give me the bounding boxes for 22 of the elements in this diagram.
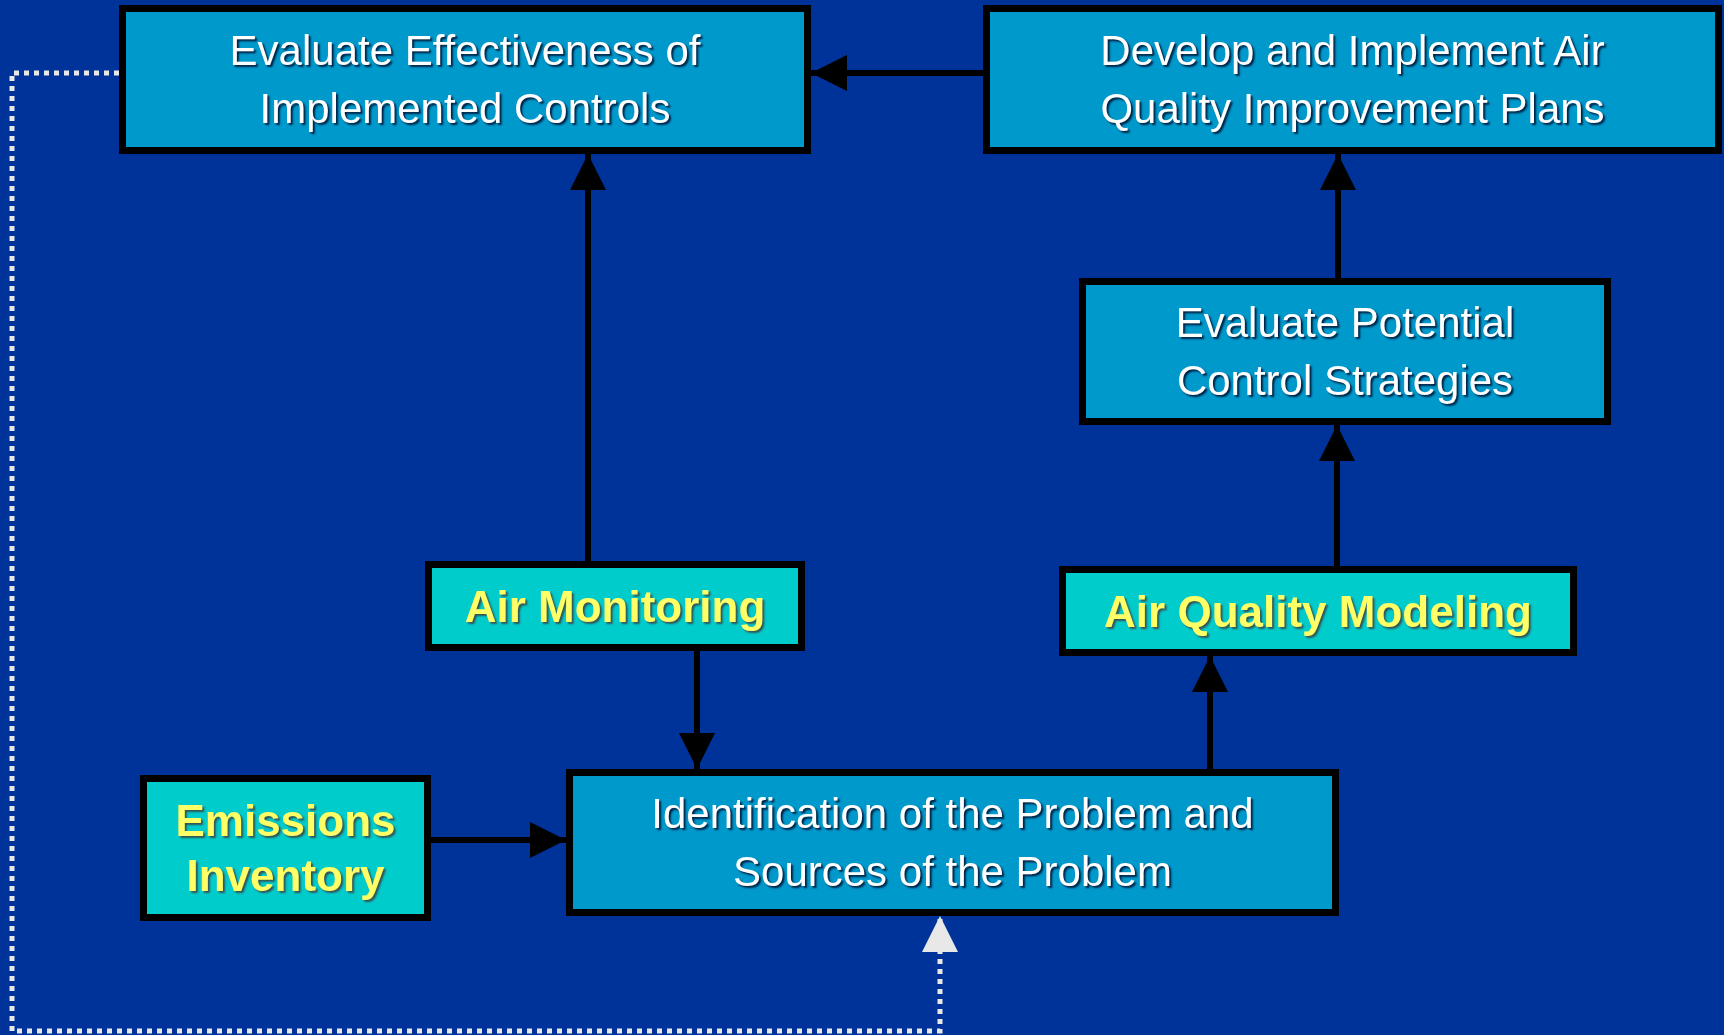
box-label: Air Quality Modeling [1104, 585, 1532, 638]
dashed-arrow [9, 70, 958, 1034]
arrow [570, 154, 606, 561]
process-box [1079, 278, 1611, 425]
arrow [679, 651, 715, 769]
arrow [811, 55, 983, 91]
box-label: Identification of the Problem and Sources of the Problem [650, 788, 1255, 897]
process-box [119, 5, 811, 154]
box-label: Air Monitoring [464, 580, 766, 633]
arrow [1192, 656, 1228, 769]
input-box [425, 561, 805, 651]
arrow [1319, 425, 1355, 566]
box-label: Evaluate Potential Control Strategies [1174, 297, 1516, 406]
process-box [566, 769, 1339, 916]
arrow [1320, 154, 1356, 278]
arrow [431, 822, 566, 858]
box-label: Evaluate Effectiveness of Implemented Controls [228, 25, 702, 134]
process-box [983, 5, 1722, 154]
input-box [140, 775, 431, 921]
box-label: Develop and Implement Air Quality Improvement Plans [1099, 25, 1606, 134]
box-label: Emissions Inventory [174, 795, 397, 902]
input-box [1059, 566, 1577, 656]
